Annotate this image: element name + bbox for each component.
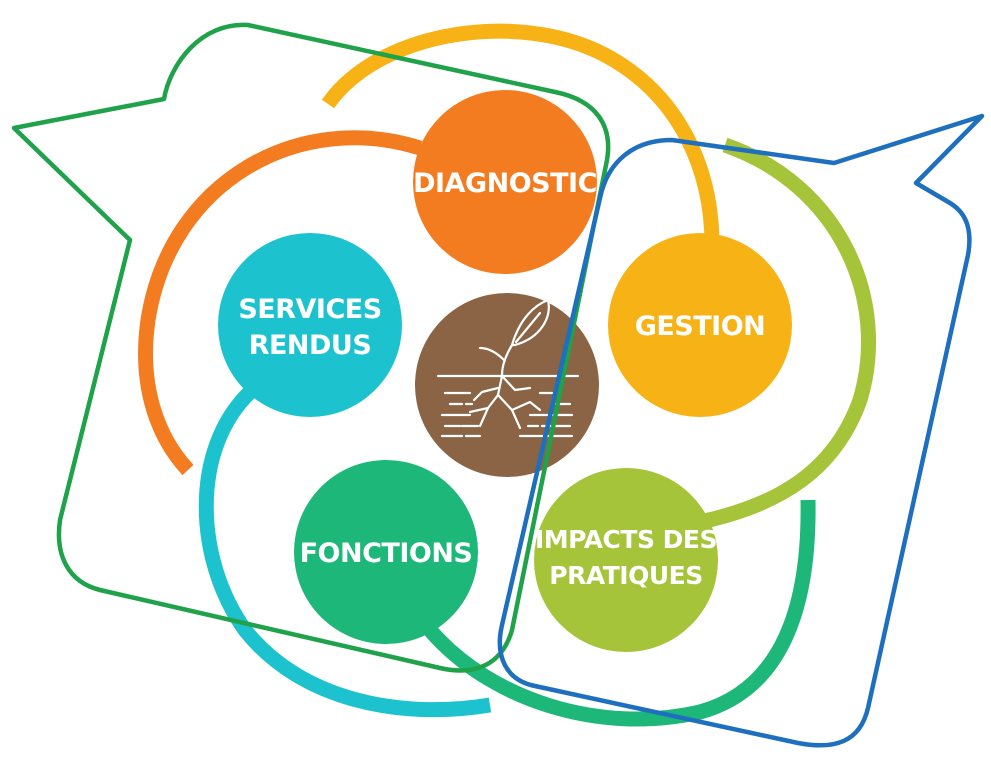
node-services-label-line1: SERVICES: [238, 294, 381, 325]
node-services-circle: [218, 233, 402, 417]
plant-roots-in-soil-icon: [436, 298, 580, 438]
green-speech-bubble-outline: [11, 22, 611, 673]
node-diagnostic-circle: [413, 90, 597, 274]
node-impacts-label-line2: PRATIQUES: [549, 561, 702, 590]
node-impacts-circle: [534, 468, 718, 652]
node-gestion-circle: [608, 233, 792, 417]
node-gestion-label: GESTION: [635, 311, 766, 342]
node-impacts-label-line1: IMPACTS DES: [535, 525, 717, 554]
node-fonctions-circle: [294, 460, 478, 644]
blue-speech-bubble-outline: [497, 113, 985, 748]
arc-gestion-impacts: [698, 137, 876, 530]
arc-diagnostic-services: [138, 130, 423, 476]
arc-diagnostic-gestion: [321, 23, 720, 246]
arc-fonctions-impacts: [424, 499, 816, 727]
node-services-label-line2: RENDUS: [249, 330, 372, 361]
node-fonctions-label: FONCTIONS: [300, 538, 473, 569]
node-diagnostic-label: DIAGNOSTIC: [413, 168, 597, 199]
arc-services-fonctions: [198, 386, 492, 718]
